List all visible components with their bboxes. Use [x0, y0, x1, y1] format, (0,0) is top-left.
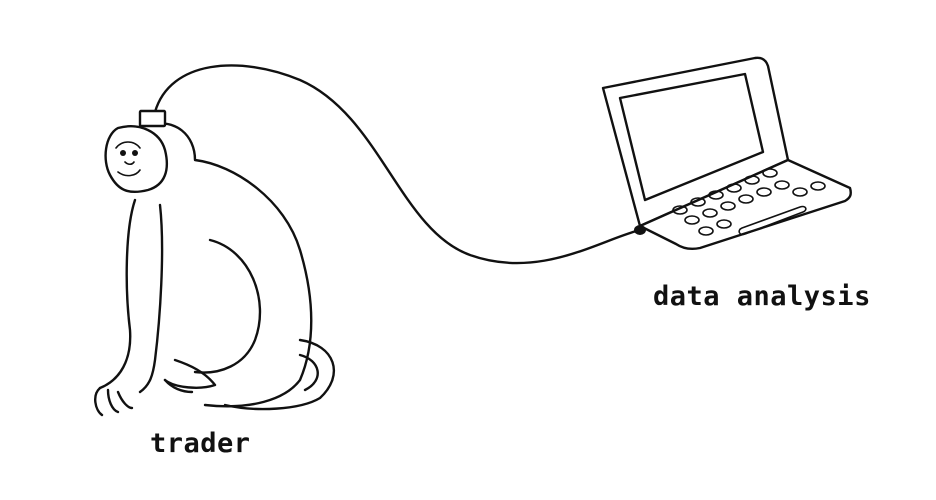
laptop-icon	[601, 56, 852, 250]
subject-label: trader	[150, 428, 251, 459]
monkey-icon	[94, 122, 336, 417]
cable-icon	[153, 64, 642, 265]
computer-label: data analysis	[653, 281, 871, 312]
electrode-icon	[138, 109, 167, 128]
